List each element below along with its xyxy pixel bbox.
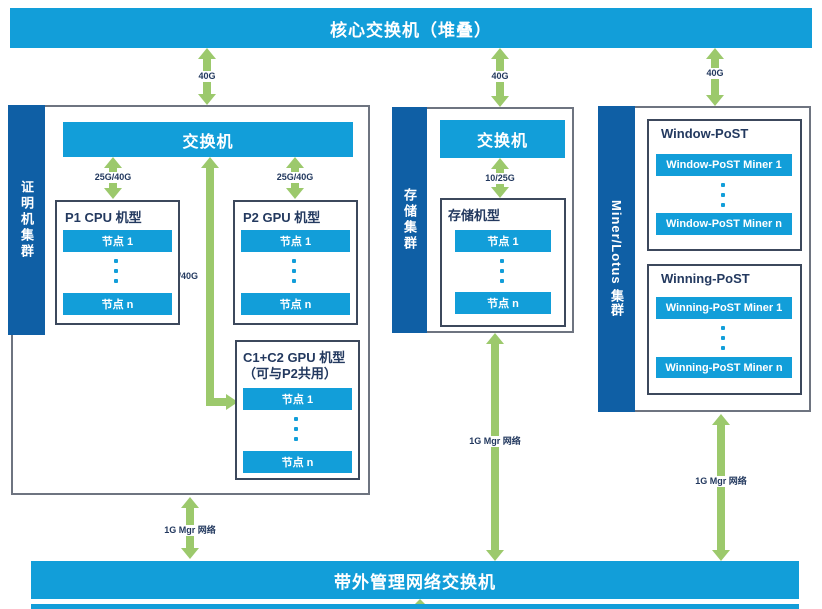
cutoff-bottom-bar	[31, 604, 799, 609]
p1-ellipsis-dots	[114, 259, 118, 283]
c1c2-node-first: 节点 1	[243, 388, 352, 410]
winning-post-title: Winning-PoST	[661, 271, 750, 286]
p2-ellipsis-dots	[292, 259, 296, 283]
link-core-to-storage-label: 40G	[489, 71, 511, 82]
link-proof-to-oob-label: 1G Mgr 网络	[162, 525, 218, 536]
proof-cluster-name: 证明机集群	[8, 105, 45, 335]
window-post-miner-first: Window-PoST Miner 1	[656, 154, 792, 176]
link-switch-to-p2-label: 25G/40G	[274, 172, 316, 183]
p2-node-first: 节点 1	[241, 230, 350, 252]
winning-post-ellipsis-dots	[721, 326, 725, 350]
winning-post-miner-first: Winning-PoST Miner 1	[656, 297, 792, 319]
storage-switch-bar: 交换机	[440, 120, 565, 158]
storage-node-first: 节点 1	[455, 230, 551, 252]
p2-gpu-title: P2 GPU 机型	[243, 210, 321, 225]
c1c2-ellipsis-dots	[294, 417, 298, 441]
link-switch-to-c1c2-arrowhead-up	[201, 157, 219, 168]
p1-node-last: 节点 n	[63, 293, 172, 315]
link-switch-to-c1c2-shaft-horizontal	[206, 398, 228, 406]
link-storage-to-oob-label: 1G Mgr 网络	[467, 436, 523, 447]
storage-switch-label: 交换机	[476, 133, 528, 150]
p1-node-first: 节点 1	[63, 230, 172, 252]
proof-switch-label: 交换机	[182, 133, 234, 151]
oob-switch-label: 带外管理网络交换机	[334, 572, 496, 592]
storage-cluster-name: 存储集群	[392, 107, 427, 333]
c1c2-node-last: 节点 n	[243, 451, 352, 473]
c1c2-gpu-title-line1: C1+C2 GPU 机型	[243, 350, 346, 365]
window-post-miner-last: Window-PoST Miner n	[656, 213, 792, 235]
oob-switch-bar: 带外管理网络交换机	[31, 561, 799, 599]
window-post-title: Window-PoST	[661, 126, 749, 141]
core-switch-bar: 核心交换机（堆叠）	[10, 8, 812, 48]
link-oob-down-arrowhead	[414, 599, 426, 605]
proof-switch-bar: 交换机	[63, 122, 353, 157]
link-switch-to-storage-label: 10/25G	[483, 173, 517, 184]
link-core-to-miner-label: 40G	[704, 68, 726, 79]
p1-cpu-title: P1 CPU 机型	[65, 210, 142, 225]
link-core-to-proof-label: 40G	[196, 71, 218, 82]
link-switch-to-c1c2-shaft-vertical	[206, 167, 214, 406]
link-miner-to-oob-arrow	[712, 414, 730, 561]
miner-cluster-name: Miner/Lotus 集群	[598, 106, 635, 412]
storage-type-title: 存储机型	[448, 208, 501, 223]
link-storage-to-oob-arrow	[486, 333, 504, 561]
winning-post-miner-last: Winning-PoST Miner n	[656, 357, 792, 378]
link-miner-to-oob-label: 1G Mgr 网络	[693, 476, 749, 487]
window-post-ellipsis-dots	[721, 183, 725, 207]
link-switch-to-p1-label: 25G/40G	[92, 172, 134, 183]
c1c2-gpu-title-line2: （可与P2共用）	[243, 366, 337, 381]
core-switch-label: 核心交换机（堆叠）	[330, 20, 492, 40]
storage-node-last: 节点 n	[455, 292, 551, 314]
storage-ellipsis-dots	[500, 259, 504, 283]
p2-node-last: 节点 n	[241, 293, 350, 315]
